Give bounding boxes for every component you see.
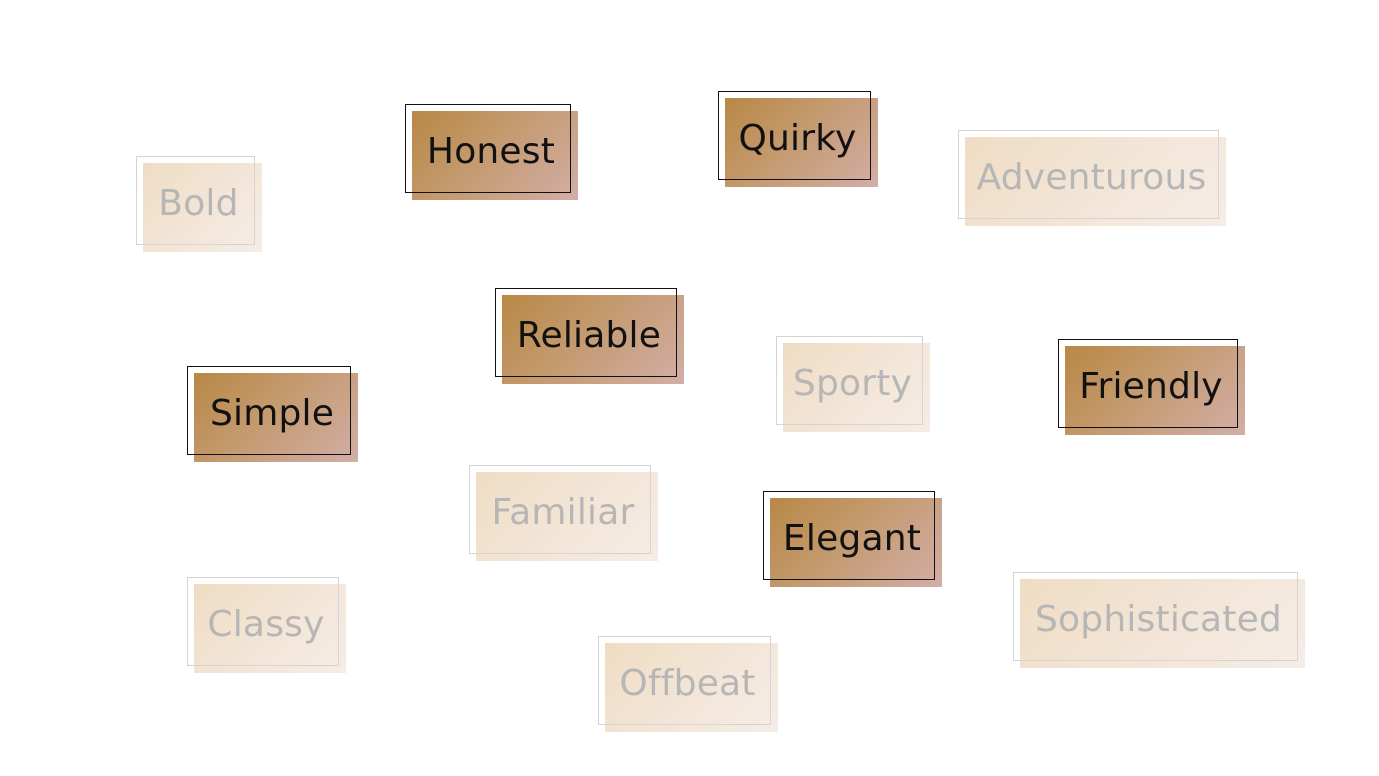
tag-frame xyxy=(598,636,771,725)
tag-fill xyxy=(194,584,346,673)
tag-fill xyxy=(412,111,578,200)
tag-frame xyxy=(405,104,571,193)
tag-fill xyxy=(770,498,942,587)
tag-frame xyxy=(763,491,935,580)
tag-simple[interactable]: Simple xyxy=(187,366,358,462)
tag-sophisticated[interactable]: Sophisticated xyxy=(1013,572,1305,668)
tag-frame xyxy=(776,336,923,425)
tag-classy[interactable]: Classy xyxy=(187,577,346,673)
tag-label: Simple xyxy=(209,393,335,434)
tag-fill xyxy=(1020,579,1305,668)
tag-familiar[interactable]: Familiar xyxy=(469,465,658,561)
tag-label: Familiar xyxy=(491,492,635,533)
tag-frame xyxy=(187,577,339,666)
tag-fill xyxy=(194,373,358,462)
tag-label: Quirky xyxy=(738,118,857,159)
tag-frame xyxy=(187,366,351,455)
tag-label: Sporty xyxy=(792,363,913,404)
tag-label: Honest xyxy=(426,131,556,172)
tag-label: Elegant xyxy=(782,518,922,559)
tag-label: Friendly xyxy=(1079,366,1223,407)
tag-frame xyxy=(495,288,677,377)
tag-frame xyxy=(718,91,871,180)
tag-label: Sophisticated xyxy=(1035,599,1282,640)
tag-elegant[interactable]: Elegant xyxy=(763,491,942,587)
tag-honest[interactable]: Honest xyxy=(405,104,578,200)
tag-frame xyxy=(136,156,255,245)
tag-fill xyxy=(605,643,778,732)
tag-fill xyxy=(476,472,658,561)
tag-fill xyxy=(1065,346,1245,435)
tag-frame xyxy=(1013,572,1298,661)
tag-adventurous[interactable]: Adventurous xyxy=(958,130,1226,226)
tag-fill xyxy=(143,163,262,252)
tag-frame xyxy=(958,130,1219,219)
tag-sporty[interactable]: Sporty xyxy=(776,336,930,432)
tag-label: Classy xyxy=(207,604,325,645)
tag-friendly[interactable]: Friendly xyxy=(1058,339,1245,435)
tag-label: Reliable xyxy=(516,315,662,356)
tag-reliable[interactable]: Reliable xyxy=(495,288,684,384)
tag-offbeat[interactable]: Offbeat xyxy=(598,636,778,732)
tag-fill xyxy=(502,295,684,384)
tag-frame xyxy=(469,465,651,554)
tag-quirky[interactable]: Quirky xyxy=(718,91,878,187)
tag-fill xyxy=(783,343,930,432)
tag-fill xyxy=(725,98,878,187)
tag-label: Bold xyxy=(158,183,239,224)
tag-label: Adventurous xyxy=(976,157,1207,198)
tag-frame xyxy=(1058,339,1238,428)
tag-bold[interactable]: Bold xyxy=(136,156,262,252)
tag-label: Offbeat xyxy=(619,663,756,704)
tag-fill xyxy=(965,137,1226,226)
